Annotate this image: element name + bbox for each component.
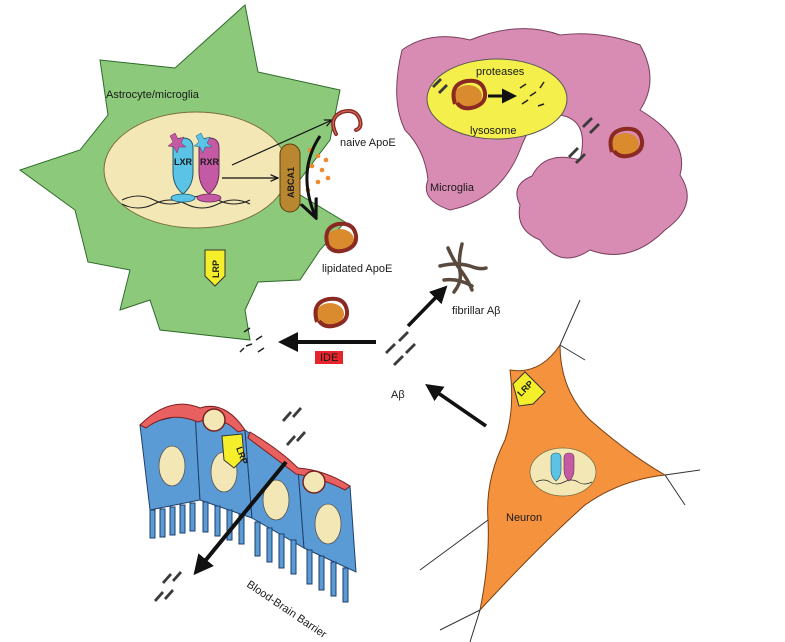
arrow-receptors-to-naive-apoe (231, 120, 332, 166)
bbb-label: Blood-Brain Barrier (244, 579, 329, 641)
lysosome (426, 58, 568, 140)
degraded-fragments (519, 81, 545, 107)
astrocyte-label: Astrocyte/microglia (106, 89, 200, 101)
abeta-monomers-bbb (282, 407, 306, 446)
lipidated-apoe-label: lipidated ApoE (322, 263, 392, 275)
lrp-astrocyte-label: LRP (211, 260, 221, 278)
apoe-abeta-complex-lysosome (451, 78, 488, 111)
bbb-endothelial-cells (139, 411, 357, 573)
microglia-cell: Microglia proteases lysosome (396, 28, 688, 259)
arrow-neuron-to-abeta (425, 384, 487, 428)
lipidated-apoe (324, 221, 359, 254)
proteases-label: proteases (476, 66, 525, 78)
lrp-receptor-neuron: LRP (512, 371, 546, 407)
fibrillar-abeta (438, 242, 488, 294)
fibrillar-abeta-label: fibrillar Aβ (452, 305, 501, 317)
bbb-villi (149, 501, 349, 603)
naive-apoe (331, 109, 363, 136)
ide-enzyme: IDE (315, 351, 343, 364)
ligand-star-icon (167, 132, 187, 154)
abeta-label: Aβ (391, 389, 405, 401)
neuron-lxr (550, 452, 562, 482)
lxr-receptor: LXR (167, 132, 196, 203)
abeta-monomers-blood (154, 571, 182, 602)
abca1-transporter: ABCA1 (279, 143, 301, 213)
lrp-receptor-astrocyte: LRP (204, 249, 226, 287)
microglia-label: Microglia (430, 182, 475, 194)
ide-fragments (239, 327, 265, 353)
abeta-monomers-center (385, 331, 416, 366)
lxr-label: LXR (174, 157, 193, 167)
bbb-pericytes (202, 408, 326, 494)
neuron-label: Neuron (506, 512, 542, 524)
naive-apoe-label: naive ApoE (340, 137, 396, 149)
ligand-star-icon (193, 132, 213, 154)
abeta-fragments-lysosome (432, 78, 448, 94)
ide-label: IDE (320, 352, 338, 364)
neuron-processes (419, 299, 701, 642)
abeta-monomers-microglia (568, 117, 600, 164)
arrow-bbb-efflux (193, 460, 288, 576)
neuron-cell: Neuron LRP (419, 299, 701, 642)
apoe-abeta-complex-ide (313, 296, 350, 329)
arrow-abeta-to-fibrillar (406, 285, 448, 328)
astrocyte-cell: Astrocyte/microglia LXR RXR ABCA1 (18, 4, 396, 341)
abca1-label: ABCA1 (286, 167, 296, 198)
rxr-receptor: RXR (193, 132, 222, 203)
dna-strand (121, 199, 251, 209)
neuron-dna (535, 479, 593, 485)
arrow-lipidation (307, 135, 322, 218)
neuron-rxr (563, 452, 575, 482)
apoe-abeta-complex-microglia (608, 126, 645, 159)
lysosome-label: lysosome (470, 125, 516, 137)
blood-brain-barrier: LRP Blood-Brain Barrier (139, 403, 357, 641)
lrp-receptor-bbb: LRP (221, 433, 250, 469)
neuron-nucleus (529, 447, 597, 497)
rxr-label: RXR (200, 157, 220, 167)
astrocyte-nucleus (103, 111, 289, 229)
